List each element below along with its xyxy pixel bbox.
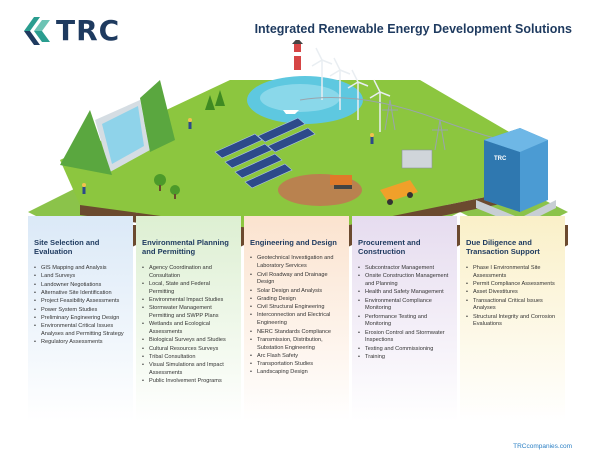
trc-logo-icon	[24, 16, 50, 45]
list-item: Subcontractor Management	[358, 265, 451, 273]
service-list: Subcontractor Management Onsite Construc…	[358, 265, 451, 362]
list-item: Onsite Construction Management and Plann…	[358, 273, 451, 288]
list-item: NERC Standards Compliance	[250, 329, 343, 337]
list-item: Landowner Negotiations	[34, 282, 127, 290]
list-item: Geotechnical Investigation and Laborator…	[250, 255, 343, 270]
excavator	[330, 175, 352, 189]
list-item: Environmental Compliance Monitoring	[358, 298, 451, 313]
brand-name: TRC	[56, 14, 121, 47]
list-item: Cultural Resources Surveys	[142, 346, 235, 354]
list-item: Transactional Critical Issues Analyses	[466, 298, 559, 313]
list-item: Civil Structural Engineering	[250, 304, 343, 312]
list-item: Preliminary Engineering Design	[34, 315, 127, 323]
service-list: GIS Mapping and Analysis Land Surveys La…	[34, 265, 127, 347]
list-item: Testing and Commissioning	[358, 346, 451, 354]
list-item: Stormwater Management Permitting and SWP…	[142, 305, 235, 320]
lighthouse	[294, 44, 301, 70]
list-item: Transportation Studies	[250, 361, 343, 369]
page-title: Integrated Renewable Energy Development …	[254, 22, 572, 36]
green-hill	[60, 110, 112, 175]
green-hill	[140, 80, 175, 152]
list-item: Public Involvement Programs	[142, 378, 235, 386]
list-item: GIS Mapping and Analysis	[34, 265, 127, 273]
service-list: Phase I Environmental Site Assessments P…	[466, 265, 559, 329]
list-item: Structural Integrity and Corrosion Evalu…	[466, 314, 559, 329]
list-item: Grading Design	[250, 296, 343, 304]
lake-highlight	[260, 84, 340, 112]
column-title: Site Selection and Evaluation	[34, 238, 100, 257]
list-item: Local, State and Federal Permitting	[142, 281, 235, 296]
boat	[283, 110, 299, 114]
website-link[interactable]: TRCcompanies.com	[513, 443, 572, 450]
list-item: Erosion Control and Stormwater Inspectio…	[358, 330, 451, 345]
list-item: Permit Compliance Assessments	[466, 281, 559, 289]
column-site-selection: Site Selection and Evaluation GIS Mappin…	[28, 216, 133, 430]
substation	[401, 149, 433, 169]
list-item: Power System Studies	[34, 307, 127, 315]
list-item: Visual Simulations and Impact Assessment…	[142, 362, 235, 377]
list-item: Performance Testing and Monitoring	[358, 314, 451, 329]
solar-array	[214, 117, 316, 189]
list-item: Tribal Consultation	[142, 354, 235, 362]
list-item: Environmental Impact Studies	[142, 297, 235, 305]
list-item: Solar Design and Analysis	[250, 288, 343, 296]
column-procurement-construction: Procurement and Construction Subcontract…	[352, 216, 457, 430]
trees	[154, 90, 225, 199]
column-title: Due Diligence and Transaction Support	[466, 238, 540, 257]
list-item: Biological Surveys and Studies	[142, 337, 235, 345]
column-engineering-design: Engineering and Design Geotechnical Inve…	[244, 216, 349, 430]
list-item: Land Surveys	[34, 273, 127, 281]
workers	[82, 118, 374, 194]
office-building	[476, 128, 556, 226]
list-item: Project Feasibility Assessments	[34, 298, 127, 306]
list-item: Agency Coordination and Consultation	[142, 265, 235, 280]
column-due-diligence: Due Diligence and Transaction Support Ph…	[460, 216, 565, 430]
trc-logo: TRC	[24, 14, 120, 47]
list-item: Training	[358, 354, 451, 362]
building-label: TRC	[494, 156, 507, 162]
list-item: Landscaping Design	[250, 369, 343, 377]
column-environmental-planning: Environmental Planning and Permitting Ag…	[136, 216, 241, 430]
list-item: Civil Roadway and Drainage Design	[250, 272, 343, 287]
column-title: Environmental Planning and Permitting	[142, 238, 229, 257]
wind-turbines	[311, 47, 391, 132]
list-item: Arc Flash Safety	[250, 353, 343, 361]
service-list: Geotechnical Investigation and Laborator…	[250, 255, 343, 377]
list-item: Regulatory Assessments	[34, 339, 127, 347]
list-item: Wetlands and Ecological Assessments	[142, 321, 235, 336]
column-title: Procurement and Construction	[358, 238, 421, 257]
list-item: Alternative Site Identification	[34, 290, 127, 298]
service-list: Agency Coordination and Consultation Loc…	[142, 265, 235, 386]
list-item: Transmission, Distribution, Substation E…	[250, 337, 343, 352]
column-title: Engineering and Design	[250, 238, 337, 247]
dump-truck	[380, 180, 418, 205]
list-item: Health and Safety Management	[358, 289, 451, 297]
grass-plateau	[60, 80, 540, 235]
list-item: Asset Divestitures	[466, 289, 559, 297]
list-item: Environmental Critical Issues Analyses a…	[34, 323, 127, 338]
list-item: Phase I Environmental Site Assessments	[466, 265, 559, 280]
list-item: Interconnection and Electrical Engineeri…	[250, 312, 343, 327]
